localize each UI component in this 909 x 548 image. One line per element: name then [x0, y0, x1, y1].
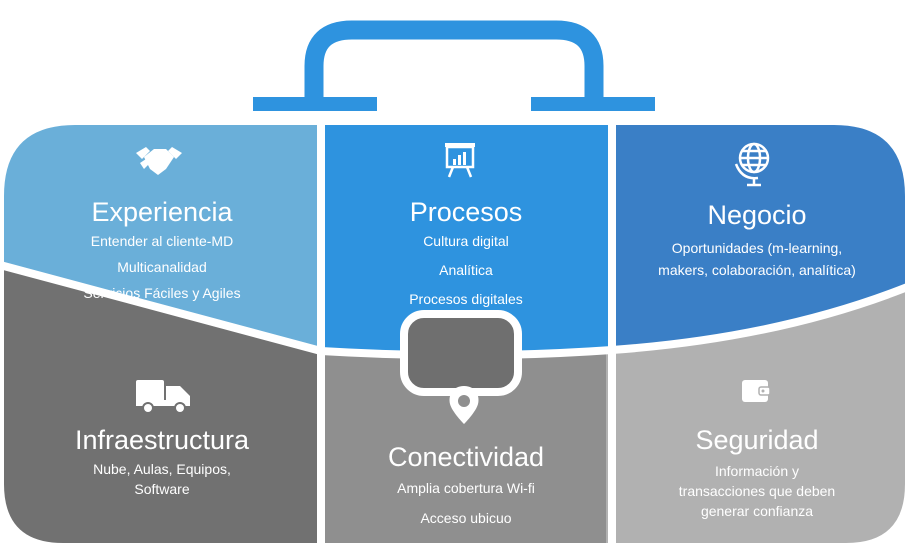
truck-icon [136, 380, 190, 414]
seguridad-text: Seguridad Información y transacciones qu… [612, 424, 902, 520]
panel-negocio [612, 125, 905, 350]
panel-item: Entender al cliente-MD [90, 233, 234, 249]
panel-item: Información y [714, 463, 800, 479]
panel-procesos [321, 125, 612, 356]
panel-item: Oportunidades (m-learning, [671, 240, 843, 256]
location-pin-icon [449, 386, 479, 424]
infraestructura-text: Infraestructura Nube, Aulas, Equipos, So… [12, 424, 312, 498]
panel-title: Conectividad [387, 442, 545, 472]
briefcase-handle [253, 20, 655, 111]
panel-item: makers, colaboración, analítica) [658, 262, 856, 278]
panel-title: Procesos [409, 197, 523, 227]
procesos-text: Procesos Cultura digital Analítica Proce… [320, 196, 612, 308]
handshake-icon [136, 147, 182, 175]
panel-item: Procesos digitales [409, 291, 523, 307]
panel-item: Amplia cobertura Wi-fi [397, 480, 535, 496]
panel-item: Analítica [439, 262, 493, 278]
panel-item: Nube, Aulas, Equipos, [93, 461, 231, 477]
negocio-text: Negocio Oportunidades (m-learning, maker… [612, 199, 902, 279]
panel-item: Servicios Fáciles y Agiles [83, 285, 241, 301]
panel-item: Multicanalidad [117, 259, 207, 275]
panel-title: Experiencia [91, 197, 233, 227]
wallet-icon [742, 380, 771, 402]
panel-item: transacciones que deben [678, 483, 836, 499]
panel-item: Acceso ubicuo [420, 510, 512, 526]
panel-item: generar confianza [700, 503, 814, 519]
experiencia-text: Experiencia Entender al cliente-MD Multi… [12, 196, 312, 302]
panel-item: Software [134, 481, 190, 497]
conectividad-text: Conectividad Amplia cobertura Wi-fi Acce… [320, 441, 612, 527]
briefcase-clasp [400, 310, 522, 396]
panel-item: Cultura digital [423, 233, 509, 249]
panel-title: Seguridad [695, 425, 819, 455]
presentation-chart-icon [445, 143, 475, 178]
panel-title: Infraestructura [74, 425, 250, 455]
panel-title: Negocio [707, 200, 807, 230]
panel-experiencia [4, 125, 321, 351]
globe-icon [734, 142, 770, 187]
